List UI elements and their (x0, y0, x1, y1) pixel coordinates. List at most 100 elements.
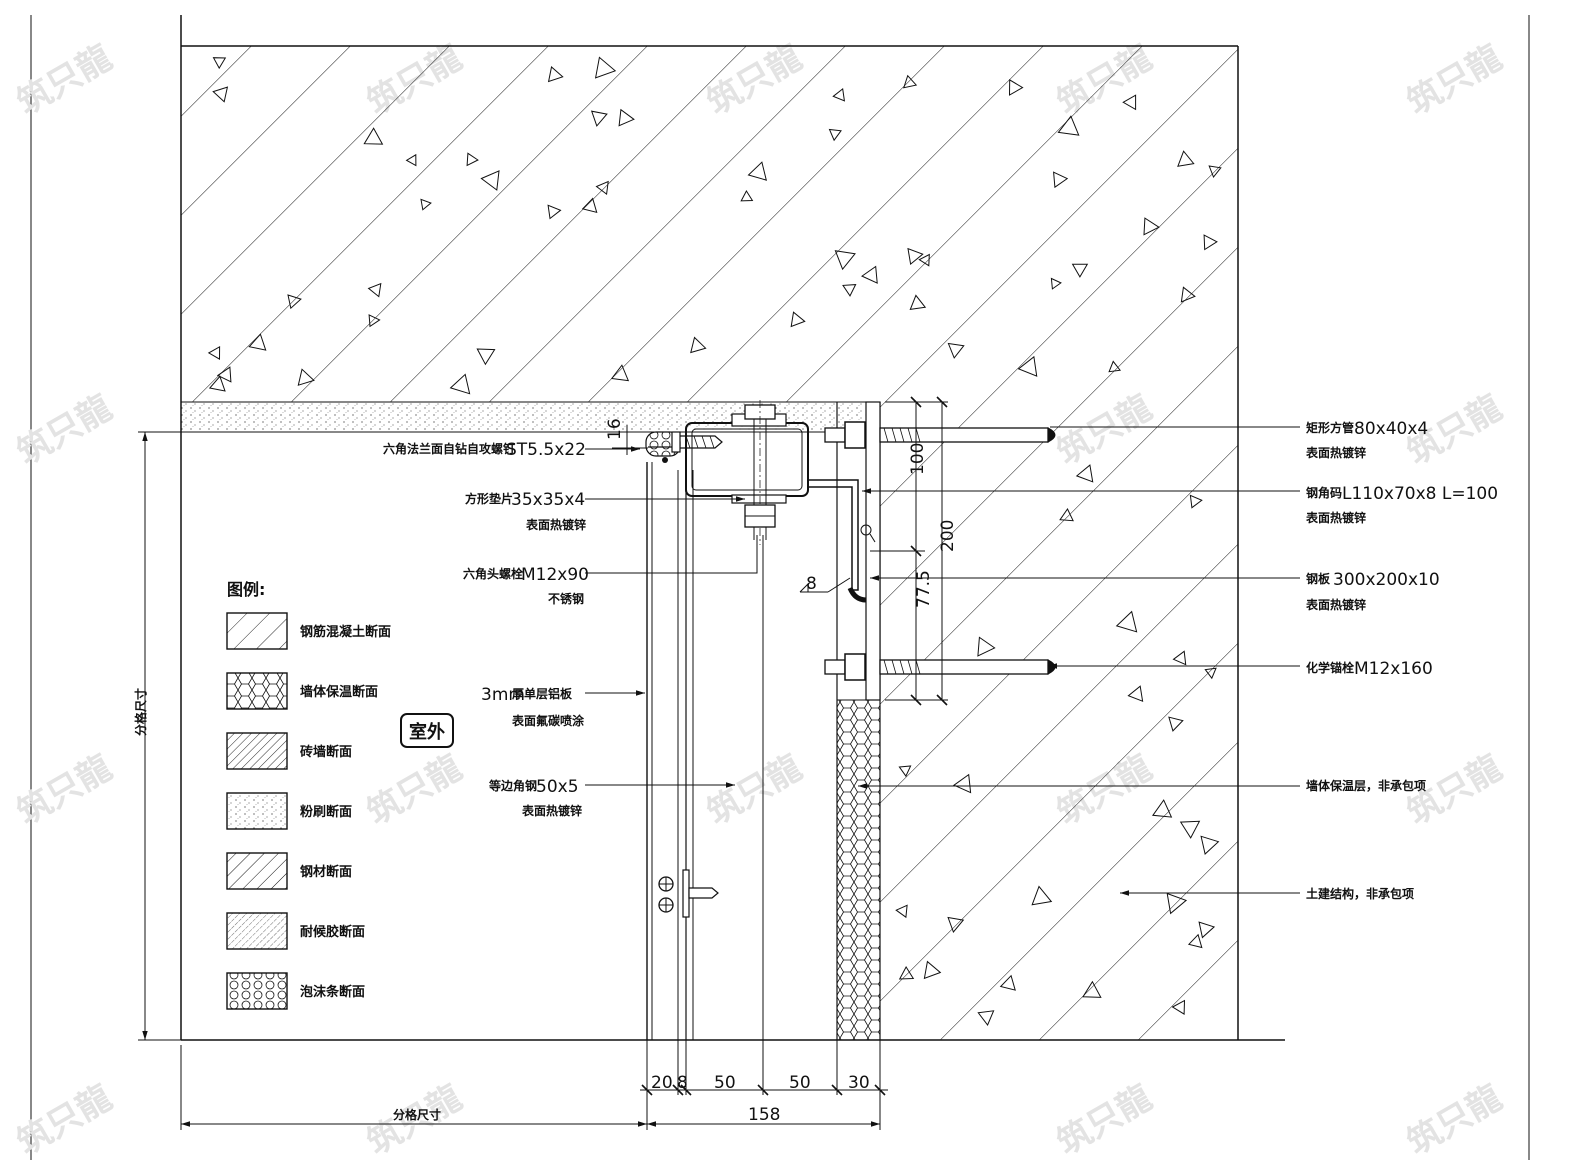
aggregate-mark (923, 960, 942, 980)
legend-label: 钢筋混凝土断面 (300, 624, 391, 640)
svg-text:80x40x4: 80x40x4 (1354, 419, 1428, 439)
aggregate-mark (1204, 667, 1217, 680)
legend-swatch (226, 912, 288, 950)
aggregate-mark (1180, 286, 1196, 303)
aggregate-mark (547, 66, 564, 83)
dim-total-158: 158 (748, 1105, 780, 1125)
aggregate-mark (1189, 494, 1203, 509)
aggregate-mark (898, 966, 915, 980)
aggregate-mark (368, 314, 381, 328)
aggregate-mark (834, 250, 856, 271)
aggregate-mark (581, 197, 598, 213)
legend-label: 粉刷断面 (300, 804, 352, 820)
legend-swatch (226, 672, 288, 710)
label-square-washer: 方形垫片 35x35x4 表面热镀锌 (465, 490, 586, 532)
aggregate-mark (895, 904, 908, 919)
aggregate-mark (690, 336, 707, 354)
aggregate-mark (1082, 980, 1102, 998)
dim-bottom-50b: 50 (789, 1073, 811, 1093)
label-aluminium-panel: 3mm 厚单层铝板 表面氟碳喷涂 (481, 685, 585, 728)
aggregate-mark (590, 110, 608, 127)
weld-symbol (799, 524, 876, 593)
aggregate-mark (907, 247, 924, 266)
aggregate-mark (420, 198, 432, 211)
rect-tube-assembly (671, 400, 867, 603)
aggregate-mark (903, 74, 918, 89)
dim-bottom-20: 20 (651, 1073, 673, 1093)
aggregate-mark (208, 375, 226, 392)
svg-text:方形垫片: 方形垫片 (465, 491, 513, 506)
svg-text:表面热镀锌: 表面热镀锌 (1305, 510, 1366, 525)
concrete-column-right (879, 46, 1239, 1040)
aggregate-mark (1057, 115, 1080, 136)
watermark-text: 筑只龍 (10, 748, 118, 834)
watermark-text: 筑只龍 (700, 748, 808, 834)
aluminium-panel-and-angle (646, 446, 764, 1040)
svg-text:L110x70x8 L=100: L110x70x8 L=100 (1342, 484, 1498, 504)
aggregate-mark (1179, 820, 1201, 839)
aggregate-mark (1017, 355, 1038, 377)
legend-swatch (226, 852, 288, 890)
legend-swatch (226, 972, 288, 1010)
svg-text:表面氟碳喷涂: 表面氟碳喷涂 (511, 713, 585, 728)
label-screw: 六角法兰面自钻自攻螺钉 ST5.5x22 (383, 440, 586, 460)
aggregate-mark (1151, 799, 1173, 818)
label-hex-bolt: 六角头螺栓 M12x90 不锈钢 (463, 565, 589, 606)
aggregate-mark (476, 348, 496, 366)
legend-label: 砖墙断面 (300, 744, 352, 760)
aggregate-mark (947, 342, 965, 359)
aggregate-mark (207, 345, 221, 360)
aggregate-mark (909, 294, 927, 311)
label-chemical-anchor: 化学锚栓 M12x160 (1306, 659, 1433, 679)
aggregate-mark (1031, 885, 1053, 906)
dim-775: 77.5 (914, 570, 934, 608)
svg-text:表面热镀锌: 表面热镀锌 (1305, 597, 1366, 612)
aggregate-mark (1168, 716, 1184, 732)
aggregate-mark (1108, 360, 1122, 373)
svg-text:3mm: 3mm (481, 685, 525, 705)
aggregate-mark (216, 366, 232, 383)
svg-text:室外: 室外 (409, 721, 445, 743)
dim-vertical-grid (138, 431, 181, 1041)
dim-bottom-30: 30 (848, 1073, 870, 1093)
watermark-text: 筑只龍 (1400, 1078, 1508, 1164)
dim-bottom-50a: 50 (714, 1073, 736, 1093)
svg-text:等边角钢: 等边角钢 (488, 778, 537, 793)
aggregate-mark (977, 636, 996, 657)
label-equal-angle: 等边角钢 50x5 表面热镀锌 (488, 777, 582, 818)
aggregate-mark (1203, 234, 1218, 251)
aggregate-mark (828, 128, 842, 142)
dim-vertical-grid-text: 分格尺寸 (133, 688, 148, 736)
aggregate-mark (212, 86, 229, 103)
svg-text:矩形方管: 矩形方管 (1305, 420, 1354, 435)
aggregate-mark (740, 190, 754, 202)
aggregate-mark (999, 974, 1016, 991)
aggregate-mark (1166, 892, 1188, 915)
concrete-slab-top (180, 15, 1238, 1040)
leaders-left (585, 446, 758, 788)
aggregate-mark (1177, 150, 1195, 167)
watermark-text: 筑只龍 (10, 1078, 118, 1164)
aggregate-mark (1059, 508, 1074, 522)
legend-label: 泡沫条断面 (300, 984, 365, 1000)
watermark-text: 筑只龍 (1050, 1078, 1158, 1164)
aggregate-mark (977, 1010, 995, 1026)
aggregate-mark (1172, 650, 1187, 666)
aggregate-mark (1143, 217, 1160, 236)
aggregate-mark (1050, 277, 1062, 290)
aggregate-mark (547, 204, 562, 220)
aggregate-mark (1208, 165, 1222, 178)
aggregate-mark (595, 180, 609, 196)
label-structure: 土建结构，非承包项 (1306, 886, 1414, 901)
aggregate-mark (842, 284, 857, 297)
legend-item: 钢材断面 (226, 852, 352, 890)
legend-item: 耐候胶断面 (226, 912, 365, 950)
svg-text:M12x160: M12x160 (1354, 659, 1433, 679)
room-label: 室外 (400, 713, 454, 748)
aggregate-mark (1171, 999, 1186, 1015)
aggregate-mark (790, 311, 806, 328)
aggregate-mark (363, 127, 384, 145)
svg-text:表面热镀锌: 表面热镀锌 (525, 517, 586, 532)
legend-item: 砖墙断面 (226, 732, 352, 770)
